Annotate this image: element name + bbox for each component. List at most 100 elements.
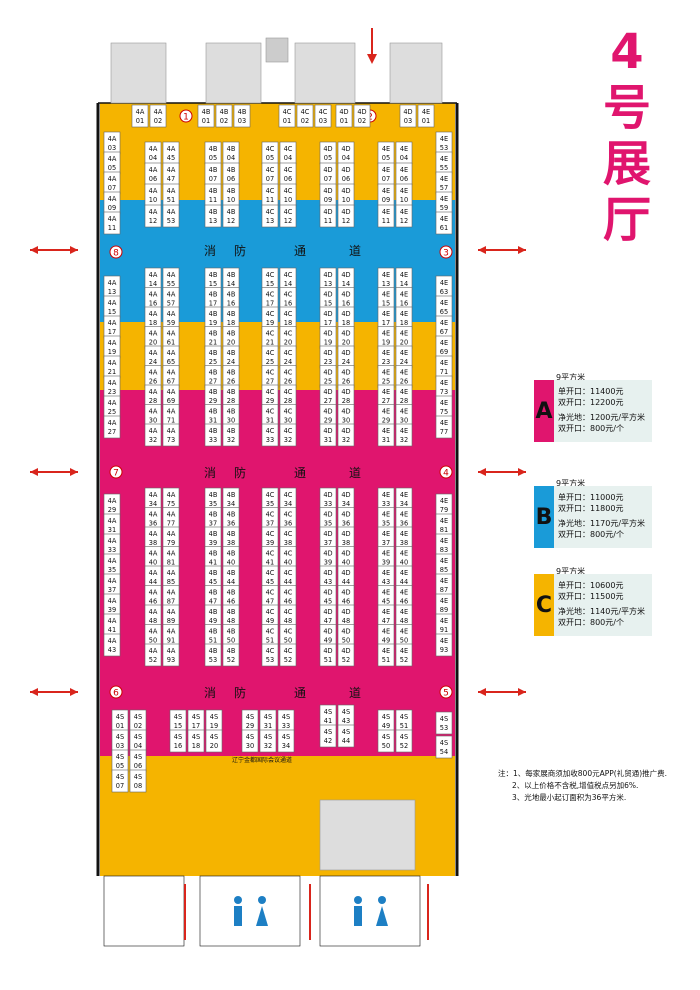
booth-label: 35 [266,500,274,508]
booth-label: 4S [382,733,390,741]
south-booth [277,729,295,753]
booth-label: 4E [440,195,448,203]
south-booth [435,735,453,759]
island-booth [395,204,413,228]
booth-label: 4E [400,511,408,519]
booth-label: 4B [209,388,218,396]
booth-label: 43 [324,578,332,586]
gate-number: 8 [113,249,119,259]
price-line: 双开口：800元/个 [558,530,624,539]
booth-label: 4E [440,279,448,287]
booth-label: 4B [209,187,218,195]
east-booth [435,633,453,657]
booth-label: 31 [264,722,272,730]
booth-label: 31 [324,436,332,444]
booth-label: 4A [149,427,158,435]
south-booth [169,729,187,753]
booth-label: 4E [400,310,408,318]
booth-label: 4A [149,628,158,636]
booth-label: 4D [403,108,412,116]
booth-label: 43 [108,646,116,654]
booth-label: 03 [404,117,412,125]
booth-label: 4A [108,299,117,307]
booth-label: 4S [116,713,124,721]
booth-label: 4A [167,166,176,174]
booth-label: 15 [324,300,332,308]
fire-corridor [100,678,455,706]
booth-label: 4C [266,388,275,396]
booth-label: 31 [266,417,274,425]
booth-label: 4E [440,299,448,307]
booth-label: 4A [108,175,117,183]
booth-label: 4A [149,208,158,216]
booth-label: 4D [323,166,332,174]
booth-label: 4E [382,628,390,636]
booth-label: 14 [284,280,292,288]
booth-label: 57 [167,300,175,308]
booth-label: 4B [238,108,247,116]
booth-label: 4A [167,647,176,655]
booth-label: 4E [382,589,390,597]
price-area: 9平方米 [556,567,586,576]
booth-label: 48 [149,617,157,625]
note-line: 3、光地最小起订面积为36平方米. [512,793,627,802]
booth-label: 44 [149,578,157,586]
booth-label: 14 [342,280,350,288]
price-area: 9平方米 [556,373,586,382]
island-booth [395,643,413,667]
booth-label: 4E [382,369,390,377]
booth-label: 04 [284,154,292,162]
booth-label: 12 [342,217,350,225]
booth-label: 4B [209,628,218,636]
booth-label: 18 [149,319,157,327]
booth-label: 4E [400,530,408,538]
booth-label: 05 [116,762,124,770]
booth-label: 71 [440,368,448,376]
top-booth [215,104,233,128]
booth-label: 41 [324,717,332,725]
booth-label: 24 [400,358,408,366]
toilet-icon [354,906,362,926]
booth-label: 13 [382,280,390,288]
booth-label: 4B [202,108,211,116]
booth-label: 4D [323,511,332,519]
entry-arrow-head [367,54,377,64]
booth-label: 02 [301,117,309,125]
island-booth [377,204,395,228]
booth-label: 4E [400,349,408,357]
booth-label: 4S [264,733,272,741]
booth-label: 50 [382,742,390,750]
booth-label: 4D [323,647,332,655]
booth-label: 4E [440,517,448,525]
booth-label: 23 [382,358,390,366]
booth-label: 09 [324,196,332,204]
price-details: 单开口：11000元双开口：11800元净光地：1170元/平方米双开口：800… [554,486,652,548]
booth-label: 25 [324,378,332,386]
island-booth [144,643,162,667]
booth-label: 04 [149,154,157,162]
booth-label: 4A [149,291,158,299]
booth-label: 4D [323,208,332,216]
booth-label: 32 [284,436,292,444]
booth-label: 4D [323,608,332,616]
booth-label: 4E [400,145,408,153]
booth-label: 4B [227,408,236,416]
top-booth [399,104,417,128]
booth-label: 71 [167,417,175,425]
booth-label: 17 [209,300,217,308]
booth-label: 02 [220,117,228,125]
booth-label: 4A [149,145,158,153]
booth-label: 28 [400,397,408,405]
booth-label: 31 [382,436,390,444]
corridor-label-char: 消 [204,686,216,700]
booth-label: 4S [264,713,272,721]
gate-number: 3 [443,249,449,259]
island-booth [337,423,355,447]
booth-label: 05 [209,154,217,162]
booth-label: 4E [382,427,390,435]
exit-arrow-head [478,468,486,476]
booth-label: 4D [323,530,332,538]
top-booth [314,104,332,128]
booth-label: 73 [440,388,448,396]
